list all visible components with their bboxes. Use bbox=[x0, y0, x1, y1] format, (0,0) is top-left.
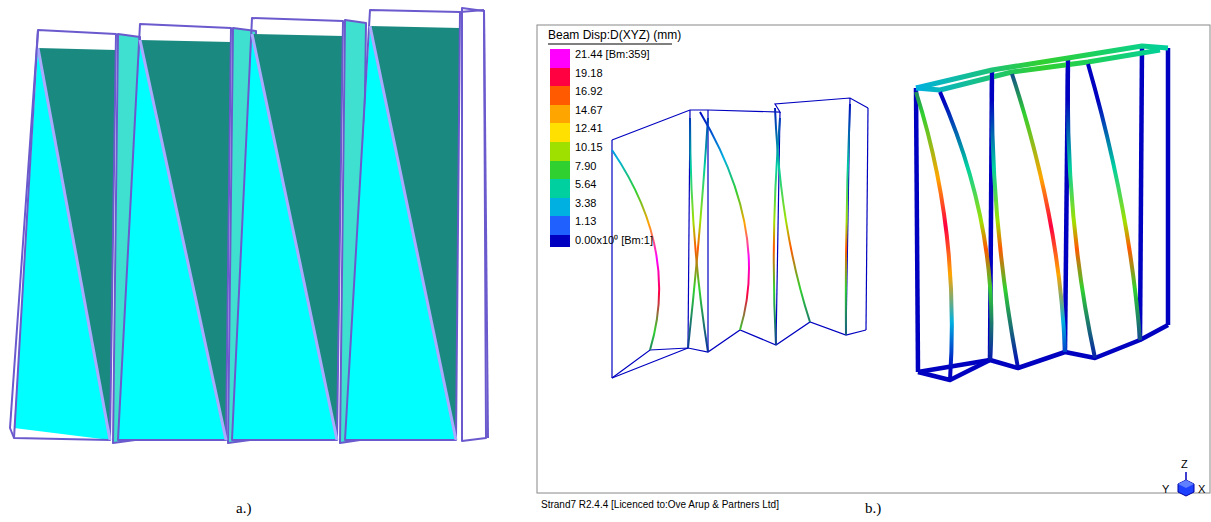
legend-value: 10.15 bbox=[575, 141, 603, 153]
legend-swatch bbox=[550, 49, 570, 68]
legend-value: 14.67 bbox=[575, 104, 603, 116]
legend-value: 0.00x10⁰ [Bm:1] bbox=[575, 234, 653, 246]
legend-swatch bbox=[550, 123, 570, 142]
panel-caption: a.) bbox=[236, 500, 251, 517]
legend-value: 3.38 bbox=[575, 197, 596, 209]
legend-swatch bbox=[550, 68, 570, 87]
legend-value: 21.44 [Bm:359] bbox=[575, 48, 650, 60]
legend-swatch bbox=[550, 142, 570, 161]
legend-value: 12.41 bbox=[575, 122, 603, 134]
legend-title: Beam Disp:D(XYZ) (mm) bbox=[548, 29, 681, 42]
legend-swatch bbox=[550, 216, 570, 235]
legend-value: 7.90 bbox=[575, 160, 596, 172]
legend-swatch bbox=[550, 86, 570, 105]
legend-value: 5.64 bbox=[575, 178, 596, 190]
legend-swatch bbox=[550, 105, 570, 124]
legend-value: 16.92 bbox=[575, 85, 603, 97]
legend-swatch bbox=[550, 179, 570, 198]
axis-label: X bbox=[1198, 483, 1205, 495]
legend-swatch bbox=[550, 198, 570, 217]
legend-swatch bbox=[550, 235, 570, 247]
legend-value: 1.13 bbox=[575, 215, 596, 227]
legend-swatch bbox=[550, 161, 570, 180]
legend-value: 19.18 bbox=[575, 67, 603, 79]
axis-label: Z bbox=[1181, 458, 1188, 470]
panel-caption: b.) bbox=[865, 500, 881, 517]
axis-label: Y bbox=[1162, 483, 1169, 495]
software-footer: Strand7 R2.4.4 [Licenced to:Ove Arup & P… bbox=[541, 499, 779, 510]
